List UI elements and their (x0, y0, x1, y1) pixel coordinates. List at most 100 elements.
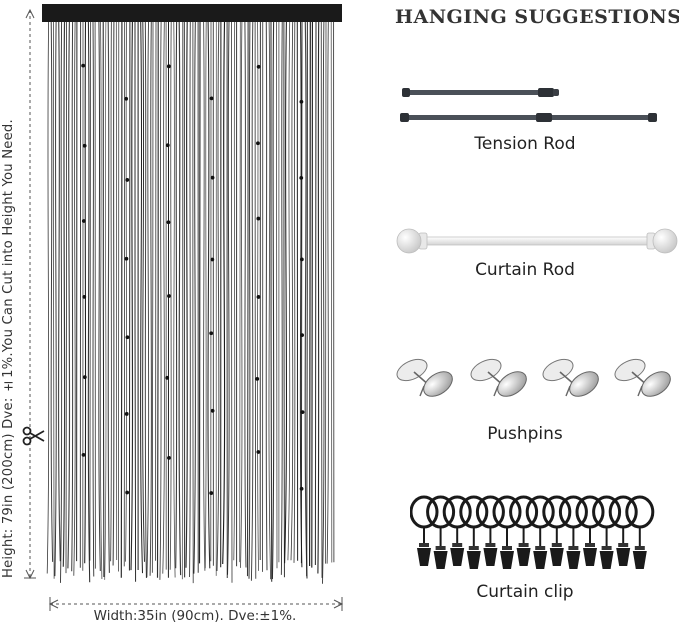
curtain-beads (81, 63, 305, 495)
curtain-bead (167, 456, 171, 460)
curtain-string (146, 21, 150, 578)
curtain-bead (209, 331, 214, 336)
curtain-string (112, 21, 115, 566)
ring-clip (525, 495, 555, 569)
curtain-string (314, 21, 317, 566)
curtain-bead (209, 491, 214, 495)
curtain-string (317, 21, 320, 574)
curtain-bead (299, 486, 304, 491)
curtain-string (299, 21, 303, 568)
curtain-string (226, 21, 230, 575)
ring-clip (475, 495, 505, 566)
curtain-string (304, 21, 308, 579)
curtain-string (142, 21, 145, 562)
hanging-suggestions-heading: HANGING SUGGESTIONS (395, 6, 679, 28)
curtain-string (233, 21, 236, 561)
curtain-string (276, 21, 278, 569)
curtain-string (254, 21, 257, 579)
curtain-string (287, 21, 291, 561)
curtain-string (125, 21, 128, 562)
curtain-bead (82, 294, 87, 299)
curtain-bead (300, 410, 305, 415)
height-dimension-label: Height: 79in (200cm) Dve: ±1%.You Can Cu… (1, 119, 16, 578)
curtain-string (120, 21, 123, 578)
curtain-bead (125, 335, 130, 340)
curtain-string (123, 21, 126, 567)
curtain-string (73, 21, 76, 576)
curtain-string (216, 21, 220, 572)
curtain-string (87, 21, 91, 583)
curtain-bead (256, 450, 261, 454)
curtain-bead (166, 220, 171, 225)
curtain-string (60, 21, 63, 583)
curtain-string (290, 21, 294, 561)
curtain-bead (300, 333, 305, 337)
ring-clip (492, 495, 522, 569)
curtain-bead (209, 96, 214, 101)
curtain-string (65, 21, 68, 574)
curtain-bead (210, 408, 215, 413)
curtain-string (175, 21, 178, 569)
curtain-bead (81, 452, 86, 457)
curtain-string (326, 21, 329, 564)
curtain-bead (81, 219, 86, 223)
curtain-string (57, 21, 61, 562)
curtain-string (140, 21, 144, 574)
pushpin-icon (396, 358, 453, 397)
curtain-string (320, 21, 323, 578)
curtain-string (300, 21, 303, 564)
curtain-string (144, 21, 147, 579)
curtain-string (193, 21, 196, 574)
curtain-bead (256, 295, 261, 299)
curtain-string (309, 21, 311, 567)
curtain-bead (125, 178, 130, 182)
curtain-string (293, 21, 296, 563)
curtain-bead (165, 375, 170, 380)
curtain-string (98, 21, 101, 572)
ring-clip (459, 495, 489, 569)
ring-clip (410, 495, 439, 566)
curtain-bead (82, 375, 87, 380)
curtain-string (239, 21, 241, 563)
curtain-string (268, 21, 272, 580)
curtain-bead (256, 216, 261, 221)
curtain-string (244, 21, 247, 568)
curtain-string (46, 21, 50, 574)
curtain-string (151, 21, 154, 573)
curtain-bead (299, 257, 304, 262)
curtain-string (84, 21, 87, 564)
curtain-string (248, 21, 251, 579)
curtain-string (240, 21, 243, 568)
curtain-bead (165, 143, 170, 148)
pushpin-icon (470, 358, 527, 397)
pushpin-icon (542, 358, 599, 397)
curtain-bead (167, 294, 171, 298)
curtain-bead (299, 175, 304, 180)
curtain-string (325, 21, 327, 564)
curtain-string (283, 21, 285, 578)
ring-clip (592, 495, 622, 569)
curtain-string (54, 21, 57, 577)
curtain-string (128, 21, 131, 571)
curtain-string (107, 21, 110, 573)
curtain-string (89, 21, 92, 561)
curtain-bead (166, 64, 171, 69)
ring-clip (558, 495, 588, 569)
curtain-bead (256, 141, 260, 146)
curtain-string (250, 21, 254, 581)
curtain-string (178, 21, 182, 576)
curtain-string (185, 21, 188, 568)
curtain-bead (82, 143, 87, 148)
ring-clip (625, 495, 655, 569)
ring-clip (509, 495, 539, 566)
curtain-string (159, 21, 162, 580)
curtain-string (162, 21, 165, 574)
curtain-string (189, 21, 191, 578)
curtain-string (203, 21, 206, 571)
curtain-string (104, 21, 107, 580)
curtain-string (67, 21, 71, 569)
curtain-string (173, 21, 176, 578)
curtain-string (102, 21, 105, 578)
curtain-string (246, 21, 249, 577)
curtain-bead (125, 490, 130, 495)
